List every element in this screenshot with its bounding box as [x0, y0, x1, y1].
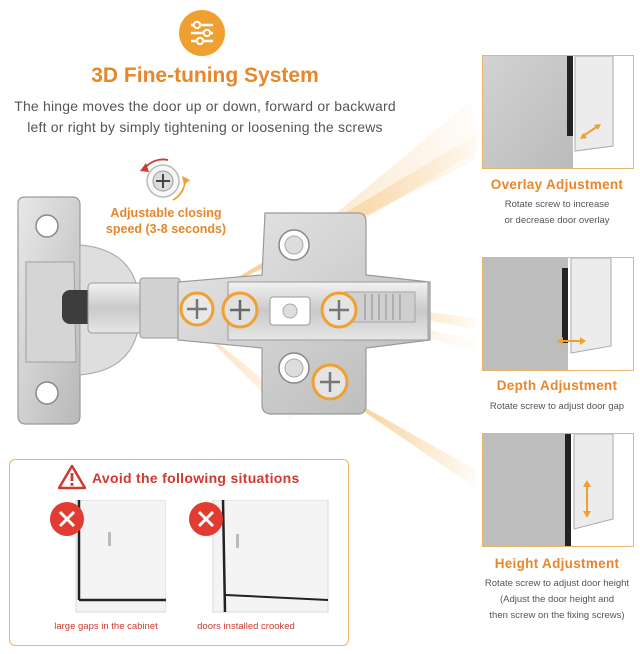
subtitle-line-1: The hinge moves the door up or down, for…	[14, 98, 396, 114]
avoid-title: Avoid the following situations	[92, 470, 300, 486]
page-title: 3D Fine-tuning System	[91, 64, 319, 87]
settings-sliders-icon	[179, 10, 225, 56]
depth-adjustment-title: Depth Adjustment	[496, 378, 618, 393]
overlay-screw-icon	[221, 291, 259, 329]
height-adjustment-image	[482, 433, 634, 547]
depth-desc-line-1: Rotate screw to adjust door gap	[489, 401, 625, 412]
speed-screw-icon	[179, 291, 215, 327]
depth-adjustment-image	[482, 257, 634, 371]
height-desc-line-3: then screw on the fixing screws)	[489, 610, 625, 621]
overlay-desc-line-1: Rotate screw to increase	[504, 199, 610, 210]
height-desc-line-2: (Adjust the door height and	[499, 594, 615, 605]
hinge-mounting-plate	[17, 196, 81, 425]
overlay-adjustment-title: Overlay Adjustment	[490, 177, 624, 192]
depth-screw-icon	[320, 291, 358, 329]
overlay-adjustment-desc: Rotate screw to increase or decrease doo…	[478, 197, 636, 229]
hinge-arm	[177, 212, 431, 415]
height-adjustment-title: Height Adjustment	[494, 556, 620, 571]
closing-speed-line-2: speed (3-8 seconds)	[105, 222, 227, 236]
warning-triangle-icon	[57, 464, 87, 490]
height-adjustment-desc: Rotate screw to adjust door height (Adju…	[472, 576, 640, 624]
depth-adjustment-desc: Rotate screw to adjust door gap	[478, 399, 636, 415]
subtitle-line-2: left or right by simply tightening or lo…	[27, 119, 383, 135]
crooked-door-illustration	[188, 499, 333, 615]
crooked-door-caption: doors installed crooked	[197, 621, 295, 632]
closing-speed-line-1: Adjustable closing	[110, 206, 222, 220]
overlay-adjustment-image	[482, 55, 634, 169]
closing-speed-label: Adjustable closing speed (3-8 seconds)	[96, 205, 236, 237]
height-desc-line-1: Rotate screw to adjust door height	[484, 578, 630, 589]
height-screw-icon	[311, 363, 349, 401]
large-gap-caption: large gaps in the cabinet	[54, 621, 158, 632]
large-gap-illustration	[46, 499, 167, 615]
overlay-desc-line-2: or decrease door overlay	[504, 215, 610, 226]
closing-speed-knob-icon	[140, 158, 190, 201]
